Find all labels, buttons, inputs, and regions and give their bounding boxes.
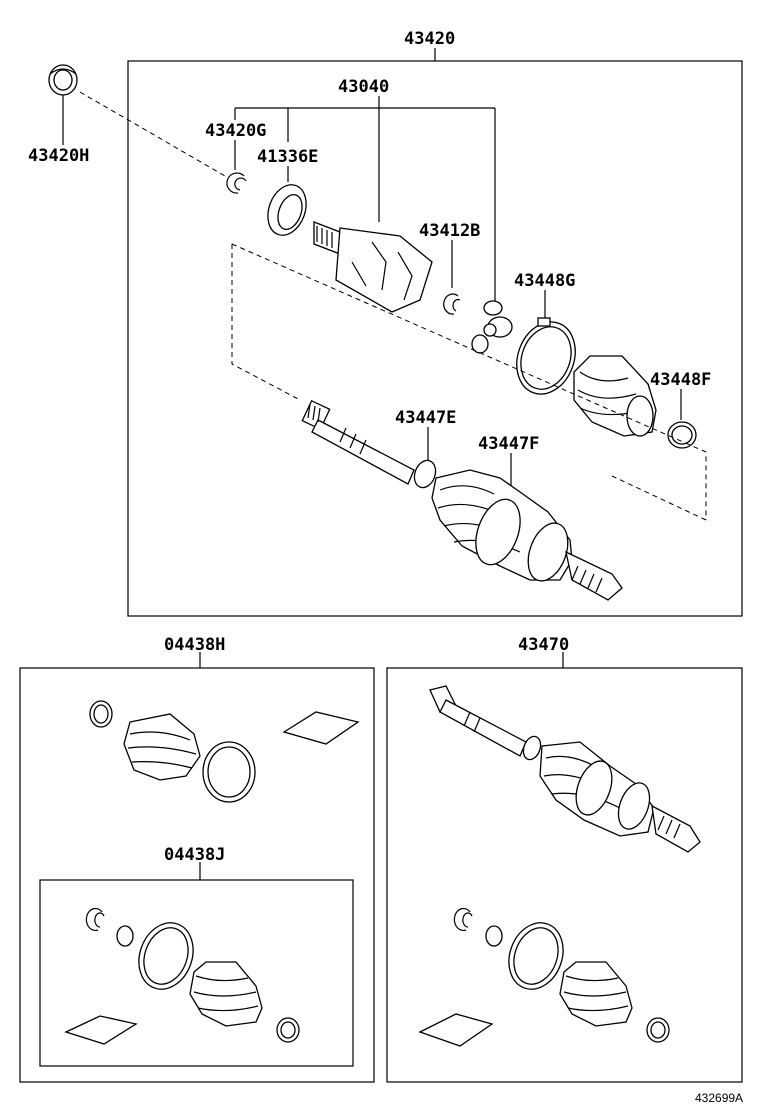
label-43420G[interactable]: 43420G <box>205 121 266 141</box>
kit-04438H-frame <box>19 667 375 1083</box>
label-04438J[interactable]: 04438J <box>164 845 225 865</box>
label-43040[interactable]: 43040 <box>338 77 389 97</box>
clamp-43447E <box>413 459 437 489</box>
assy-43470-clamp-large <box>508 922 564 990</box>
snap-ring-43412B <box>443 293 461 315</box>
assy-43470-ring <box>485 925 503 947</box>
kit-j-clamp-large <box>138 922 194 990</box>
label-43420H[interactable]: 43420H <box>28 146 89 166</box>
seal-41336E <box>267 184 307 236</box>
label-43412B[interactable]: 43412B <box>419 221 480 241</box>
kit-j-boot <box>189 961 263 1027</box>
outer-boot-joint <box>431 469 623 601</box>
kit-j-snap-ring <box>85 907 105 932</box>
label-43470[interactable]: 43470 <box>518 635 569 655</box>
kit-j-clamp-small <box>276 1017 300 1043</box>
assembly-43470-frame <box>386 667 743 1083</box>
label-04438H[interactable]: 04438H <box>164 635 225 655</box>
label-41336E[interactable]: 41336E <box>257 147 318 167</box>
assy-43470-boot <box>559 961 633 1027</box>
label-43447E[interactable]: 43447E <box>395 408 456 428</box>
diagram-code: 432699A <box>695 1091 743 1105</box>
cap-seal-43420H <box>48 64 78 96</box>
kit-j-grease-pack <box>64 1015 138 1045</box>
kit-04438J-frame <box>39 879 354 1067</box>
assy-43470-shaft <box>429 685 701 853</box>
kit-h-boot <box>123 713 201 781</box>
assy-43470-snap-ring <box>453 907 473 932</box>
kit-h-grease-pack <box>282 711 360 745</box>
drive-shaft <box>301 399 415 485</box>
assy-43470-grease-pack <box>418 1013 494 1047</box>
joint-housing <box>313 221 433 313</box>
label-43420[interactable]: 43420 <box>404 29 455 49</box>
kit-j-ring <box>116 925 134 947</box>
label-43448G[interactable]: 43448G <box>514 271 575 291</box>
kit-h-clamp-small <box>89 700 113 728</box>
label-43447F[interactable]: 43447F <box>478 434 539 454</box>
label-43448F[interactable]: 43448F <box>650 370 711 390</box>
inner-boot <box>573 355 657 437</box>
assy-43470-clamp-small <box>646 1017 670 1043</box>
kit-h-clamp-large <box>202 741 256 803</box>
clamp-43448F <box>667 421 697 449</box>
clamp-43448G <box>516 317 576 395</box>
snap-ring-43420G <box>226 172 247 194</box>
tripod-joint <box>471 300 513 354</box>
main-assembly-frame <box>127 60 743 617</box>
